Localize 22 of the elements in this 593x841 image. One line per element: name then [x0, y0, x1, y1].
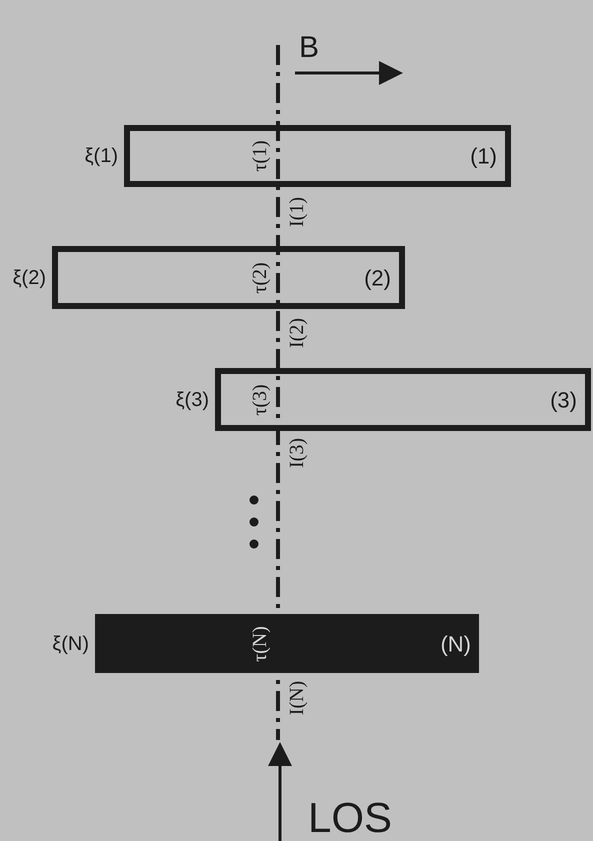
tau-label: τ(3): [248, 384, 272, 416]
filled-layer-box: [95, 614, 479, 673]
layer-box: [124, 125, 511, 187]
layer-box: [215, 368, 591, 431]
xi-label: ξ(3): [176, 388, 209, 412]
tau-label: τ(1): [248, 140, 272, 172]
axis-label: LOS: [308, 797, 392, 839]
tau-label: τ(2): [248, 262, 272, 294]
intensity-label: I(2): [287, 318, 307, 348]
layer-label: (2): [364, 264, 391, 292]
layer-box: [52, 246, 405, 309]
layer-label: (3): [550, 386, 577, 414]
tau-label: τ(N): [248, 626, 272, 662]
intensity-label: I(N): [287, 680, 307, 716]
xi-label: ξ(N): [52, 632, 89, 656]
axis-label: B: [299, 33, 319, 63]
layer-label: (N): [440, 630, 471, 658]
intensity-label: I(3): [287, 438, 307, 468]
xi-label: ξ(1): [84, 144, 118, 169]
xi-label: ξ(2): [12, 266, 46, 290]
intensity-label: I(1): [287, 197, 307, 227]
layer-label: (1): [470, 142, 497, 170]
